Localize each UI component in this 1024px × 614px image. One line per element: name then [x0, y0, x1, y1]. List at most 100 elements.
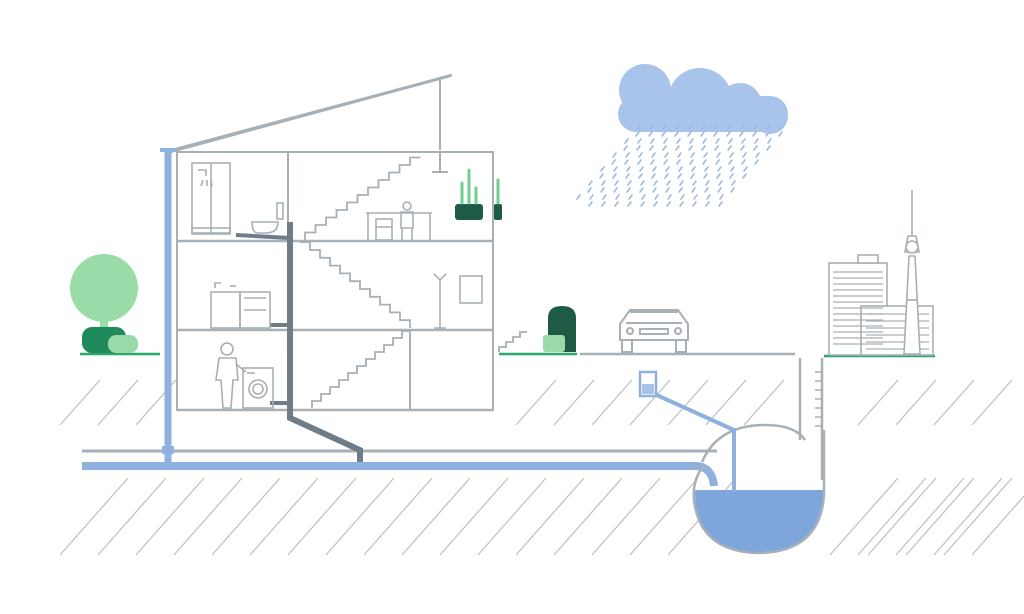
- rain-drop: [600, 166, 605, 172]
- rain-drop: [627, 180, 632, 186]
- rain-drop: [688, 145, 693, 151]
- hatch-line: [905, 477, 975, 556]
- rain-drop: [611, 159, 616, 165]
- hatch-line: [439, 477, 509, 556]
- rain-drop: [628, 194, 633, 200]
- car-icon: [619, 309, 689, 353]
- hatch-line: [895, 379, 937, 426]
- rain-drop: [706, 194, 711, 200]
- rain-drop: [637, 159, 642, 165]
- soil-stack-pipe: [235, 222, 363, 462]
- rain-drop: [714, 145, 719, 151]
- rain-drop: [638, 152, 643, 158]
- rain-drop: [753, 145, 758, 151]
- rain-drop: [666, 180, 671, 186]
- rain-drop: [704, 166, 709, 172]
- rain-drop: [679, 201, 684, 207]
- rain-drop: [730, 187, 735, 193]
- rain-drop: [692, 201, 697, 207]
- rain-drop: [614, 201, 619, 207]
- rain-drop: [742, 173, 747, 179]
- rain-drop: [662, 145, 667, 151]
- rain-drop: [653, 201, 658, 207]
- rain-drop: [635, 131, 640, 137]
- rain-drop: [678, 166, 683, 172]
- rain-drop: [692, 180, 697, 186]
- rain-drop: [741, 159, 746, 165]
- rain-drop: [680, 194, 685, 200]
- hatch-line: [59, 477, 129, 556]
- building-icon: [828, 254, 934, 356]
- rain-drop: [667, 194, 672, 200]
- staircase-middle: [300, 241, 411, 328]
- rain-drop: [679, 180, 684, 186]
- rain-drop: [687, 131, 692, 137]
- rain-drop: [664, 152, 669, 158]
- hatch-line: [249, 477, 319, 556]
- street-inlet-pipe: [649, 390, 735, 432]
- rain-drop: [755, 152, 760, 158]
- rain-drop: [666, 201, 671, 207]
- rain-drop: [731, 180, 736, 186]
- rain-drop: [739, 131, 744, 137]
- hatch-line: [515, 477, 585, 556]
- house-walls: [176, 151, 494, 411]
- hatch-line: [287, 477, 357, 556]
- rain-drop: [599, 173, 604, 179]
- rain-drop: [702, 138, 707, 144]
- rain-drop: [665, 166, 670, 172]
- rain-drop: [726, 131, 731, 137]
- rain-drop: [612, 152, 617, 158]
- house: [169, 73, 527, 412]
- rain-drop: [765, 131, 770, 137]
- retention-tank-wall: [692, 430, 826, 555]
- hatch-line: [363, 477, 433, 556]
- rain-drop: [677, 152, 682, 158]
- rain-drop: [705, 180, 710, 186]
- rain-drop: [719, 194, 724, 200]
- toilet-icon: [251, 202, 284, 234]
- garbage-bin-icon: [543, 306, 576, 352]
- outside-steps: [498, 331, 527, 352]
- rain-drop: [677, 173, 682, 179]
- roof-edge: [171, 73, 453, 152]
- rain-drop: [623, 145, 628, 151]
- rain-drop: [576, 194, 581, 200]
- rain-drop: [615, 194, 620, 200]
- rain-drop: [640, 180, 645, 186]
- rain-drop: [740, 124, 745, 130]
- rain-drop: [688, 124, 693, 130]
- rain-drop: [689, 138, 694, 144]
- hatch-line: [933, 477, 1003, 556]
- hatch-line: [829, 477, 899, 556]
- rain-drop: [715, 159, 720, 165]
- rain-drop: [753, 124, 758, 130]
- rain-drop: [727, 124, 732, 130]
- rain-drop: [717, 187, 722, 193]
- table-icon: [366, 201, 432, 241]
- rain-icon: [576, 124, 784, 207]
- rain-drop: [741, 138, 746, 144]
- retention-tank-outline: [700, 358, 824, 480]
- rain-drop: [649, 145, 654, 151]
- rain-drop: [653, 180, 658, 186]
- hatch-line: [867, 477, 937, 556]
- hatch-line: [857, 379, 899, 426]
- main-sewer-pipe: [82, 462, 718, 487]
- rain-drop: [587, 187, 592, 193]
- hatch-line: [173, 477, 243, 556]
- rain-drop: [641, 194, 646, 200]
- rain-drop: [728, 159, 733, 165]
- rain-drop: [625, 152, 630, 158]
- downspout: [160, 148, 176, 462]
- rain-drop: [690, 152, 695, 158]
- rain-drop: [639, 166, 644, 172]
- rain-drop: [626, 166, 631, 172]
- hatch-line: [553, 379, 595, 426]
- rain-drop: [729, 173, 734, 179]
- hatch-line: [971, 379, 1013, 426]
- rain-drop: [640, 201, 645, 207]
- rain-drop: [701, 124, 706, 130]
- rain-drop: [665, 187, 670, 193]
